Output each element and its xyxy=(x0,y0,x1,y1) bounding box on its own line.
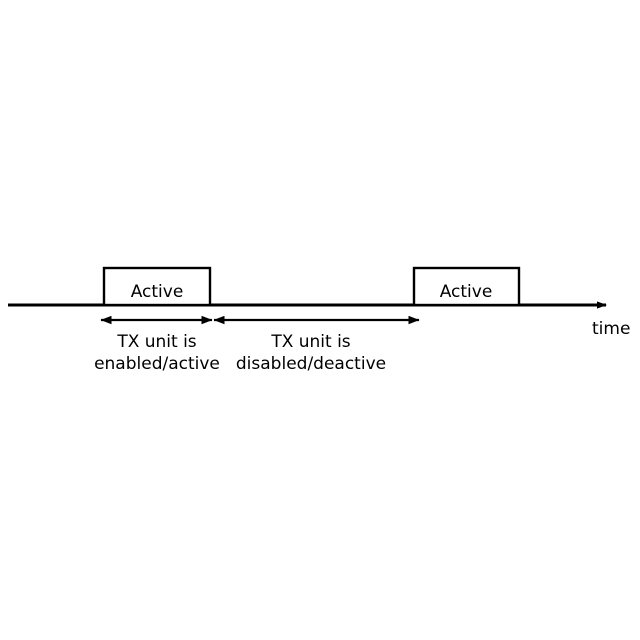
active-interval-caption-line1: TX unit is xyxy=(116,332,196,352)
inactive-interval-caption-line1: TX unit is xyxy=(270,332,350,352)
active-interval-caption-line2: enabled/active xyxy=(94,354,220,374)
active-pulse-label-2: Active xyxy=(440,282,493,302)
active-pulse-box-1 xyxy=(102,266,212,307)
active-pulse-box-2 xyxy=(412,266,521,307)
time-axis-label: time xyxy=(592,319,630,339)
inactive-interval-caption-line2: disabled/deactive xyxy=(236,354,386,374)
active-pulse-label-1: Active xyxy=(131,282,184,302)
